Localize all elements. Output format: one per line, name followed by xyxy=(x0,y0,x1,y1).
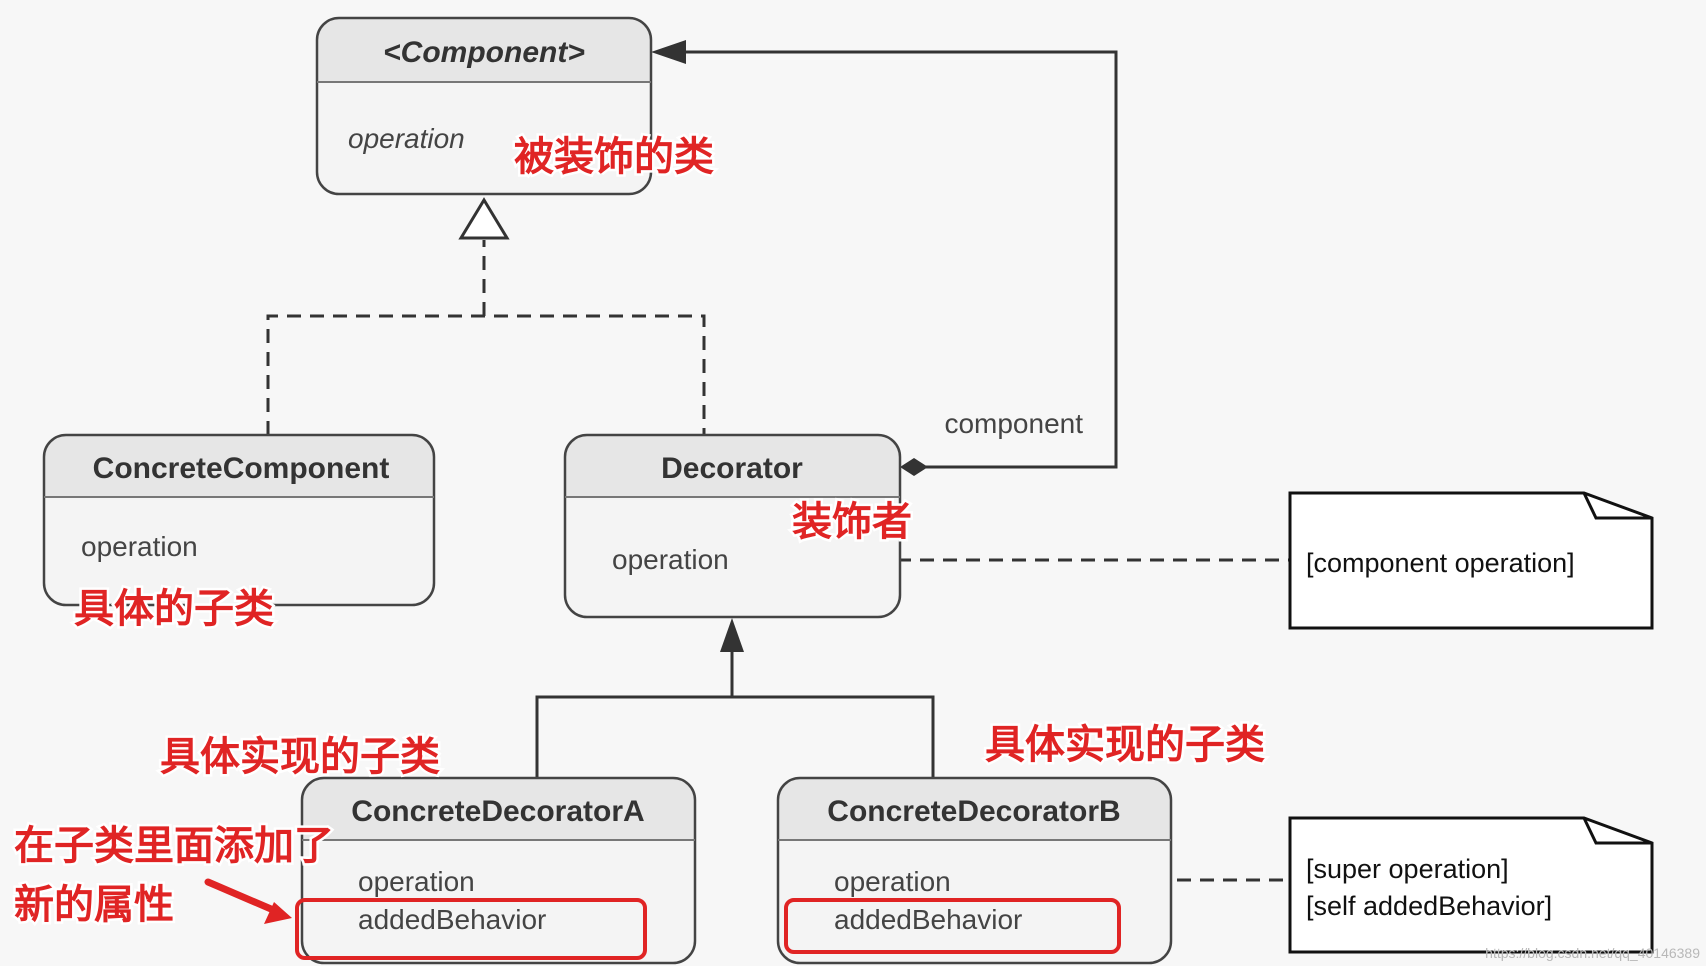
aggregation-diamond xyxy=(900,458,928,476)
class-added-behavior: addedBehavior xyxy=(358,904,546,935)
class-operation: operation xyxy=(348,123,465,154)
class-operation: operation xyxy=(81,531,198,562)
annotation-impl-subclass-a: 具体实现的子类 xyxy=(160,735,440,779)
note-text-line1: [super operation] xyxy=(1306,854,1509,884)
association-label: component xyxy=(944,408,1083,439)
annotation-added-attr-line2: 新的属性 xyxy=(14,883,174,927)
annotation-concrete-subclass: 具体的子类 xyxy=(74,587,274,631)
note-text: [component operation] xyxy=(1306,548,1575,578)
association-arrowhead xyxy=(651,40,686,64)
annotation-decorated-class: 被装饰的类 xyxy=(514,135,714,179)
inheritance-arrowhead xyxy=(720,618,744,652)
class-concrete-component: ConcreteComponent operation xyxy=(42,433,436,607)
class-component: <Component> operation xyxy=(315,16,653,196)
annotation-decorator: 装饰者 xyxy=(792,500,912,544)
class-concrete-decorator-a: ConcreteDecoratorA operation addedBehavi… xyxy=(295,776,697,965)
connectors xyxy=(266,50,1290,882)
class-concrete-decorator-b: ConcreteDecoratorB operation addedBehavi… xyxy=(776,776,1173,965)
class-title: <Component> xyxy=(383,36,585,69)
class-title: ConcreteDecoratorA xyxy=(351,795,644,828)
highlight-box xyxy=(295,898,647,960)
note-decorator-b: [super operation] [self addedBehavior] xyxy=(1288,816,1654,954)
inheritance-line xyxy=(535,695,935,778)
association-line xyxy=(672,50,1118,469)
realization-line xyxy=(266,314,706,435)
annotation-added-attr-line1: 在子类里面添加了 xyxy=(14,824,334,868)
class-title: Decorator xyxy=(661,452,803,485)
class-title: ConcreteComponent xyxy=(93,452,390,485)
class-title: ConcreteDecoratorB xyxy=(827,795,1120,828)
class-operation: operation xyxy=(612,544,729,575)
note-text-line2: [self addedBehavior] xyxy=(1306,891,1552,921)
annotation-arrow xyxy=(204,878,292,924)
class-operation: operation xyxy=(834,866,951,897)
class-added-behavior: addedBehavior xyxy=(834,904,1022,935)
highlight-box xyxy=(784,898,1121,954)
annotation-impl-subclass-b: 具体实现的子类 xyxy=(985,723,1265,767)
note-decorator: [component operation] xyxy=(1288,491,1654,630)
realization-arrowhead xyxy=(458,197,510,240)
class-operation: operation xyxy=(358,866,475,897)
class-decorator: Decorator operation xyxy=(563,433,902,619)
watermark: https://blog.csdn.net/qq_40146389 xyxy=(1485,945,1700,961)
